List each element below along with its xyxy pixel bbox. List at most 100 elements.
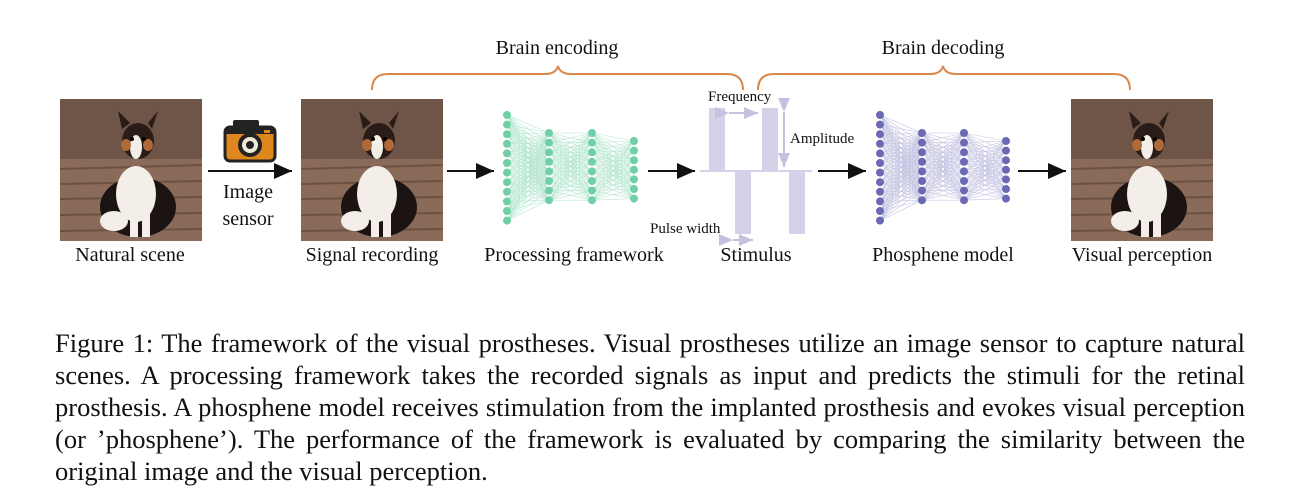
network-node <box>630 137 638 145</box>
image-sensor-label-line1: Image <box>223 181 273 203</box>
network-edge <box>879 132 923 221</box>
network-edge <box>879 171 923 221</box>
network-edge <box>591 140 635 191</box>
dog-photo <box>301 99 443 241</box>
brain-encoding-bracket <box>371 65 744 91</box>
amplitude-label: Amplitude <box>790 131 855 147</box>
network-node <box>918 196 926 205</box>
network-node <box>545 138 553 147</box>
network-edge <box>548 132 593 201</box>
network-node <box>960 177 968 185</box>
network-node <box>503 120 511 129</box>
network-node <box>588 196 596 205</box>
network-edge <box>921 132 965 182</box>
network-edge <box>921 132 965 201</box>
signal-recording-label: Signal recording <box>305 244 439 266</box>
network-node <box>918 129 926 137</box>
network-edge <box>963 179 1007 201</box>
network-edge <box>879 132 923 192</box>
natural-scene-image <box>60 99 202 241</box>
network-node <box>545 167 553 176</box>
stimulus-label: Stimulus <box>720 244 792 266</box>
network-edge <box>879 132 923 135</box>
network-node <box>918 186 926 195</box>
brain-decoding-label: Brain decoding <box>881 37 1005 59</box>
network-node <box>918 177 926 185</box>
network-node <box>876 187 884 196</box>
network-node <box>876 207 884 215</box>
network-edge <box>548 161 593 201</box>
visual-perception-image <box>1071 99 1213 241</box>
network-edge <box>591 140 635 163</box>
network-edge <box>506 132 550 154</box>
network-edge <box>963 140 1007 172</box>
network-edge <box>506 132 550 135</box>
network-edge <box>591 140 635 153</box>
network-node <box>588 186 596 195</box>
network-edge <box>506 171 550 221</box>
network-node <box>545 129 553 137</box>
network-node <box>630 165 638 174</box>
network-edge <box>548 180 593 201</box>
network-edge <box>548 190 593 201</box>
network-edge <box>506 132 550 173</box>
network-node <box>588 138 596 147</box>
network-node <box>503 139 511 148</box>
network-edge <box>506 199 550 221</box>
network-node <box>876 149 884 158</box>
network-edge <box>548 132 593 182</box>
network-node <box>503 159 511 167</box>
network-edge <box>548 142 593 201</box>
network-edge <box>963 140 1007 201</box>
network-node <box>960 129 968 137</box>
network-node <box>588 177 596 185</box>
network-edge <box>963 132 1007 142</box>
network-edge <box>879 132 923 202</box>
network-edge <box>921 190 965 201</box>
network-edge <box>963 140 1007 191</box>
network-edge <box>921 132 965 172</box>
network-node <box>960 157 968 166</box>
network-edge <box>506 132 550 202</box>
image-sensor-label-line2: sensor <box>222 208 274 230</box>
network-edge <box>879 142 923 221</box>
network-edge <box>921 132 965 153</box>
network-edge <box>591 140 635 201</box>
framework-diagram: Brain encoding Brain decoding Image sens… <box>60 37 1213 266</box>
network-node <box>876 216 884 225</box>
network-edge <box>879 132 923 212</box>
network-edge <box>963 169 1007 201</box>
frequency-label: Frequency <box>708 89 772 105</box>
dog-photo <box>1071 99 1213 241</box>
network-node <box>960 148 968 157</box>
network-edge <box>921 132 965 191</box>
figure-caption: Figure 1: The framework of the visual pr… <box>55 327 1245 486</box>
network-node <box>876 120 884 129</box>
network-node <box>588 157 596 166</box>
network-node <box>1002 194 1010 203</box>
network-edge <box>879 132 923 183</box>
phosphene-model-network <box>876 111 1010 225</box>
network-edge <box>879 114 923 134</box>
network-edge <box>963 140 1007 143</box>
network-edge <box>506 180 550 221</box>
network-edge <box>548 132 593 153</box>
network-node <box>1002 146 1010 155</box>
network-edge <box>591 150 635 201</box>
brain-encoding-label: Brain encoding <box>495 37 619 59</box>
network-node <box>960 186 968 195</box>
diagram-canvas <box>208 65 1131 246</box>
network-node <box>918 157 926 166</box>
network-node <box>876 139 884 148</box>
network-edge <box>548 132 593 172</box>
network-node <box>588 129 596 137</box>
network-edge <box>963 140 1007 182</box>
network-edge <box>879 152 923 221</box>
network-node <box>545 148 553 157</box>
network-edge <box>506 132 550 164</box>
network-node <box>1002 175 1010 184</box>
network-edge <box>548 132 593 191</box>
network-edge <box>548 132 593 163</box>
network-node <box>876 111 884 119</box>
network-edge <box>591 159 635 201</box>
